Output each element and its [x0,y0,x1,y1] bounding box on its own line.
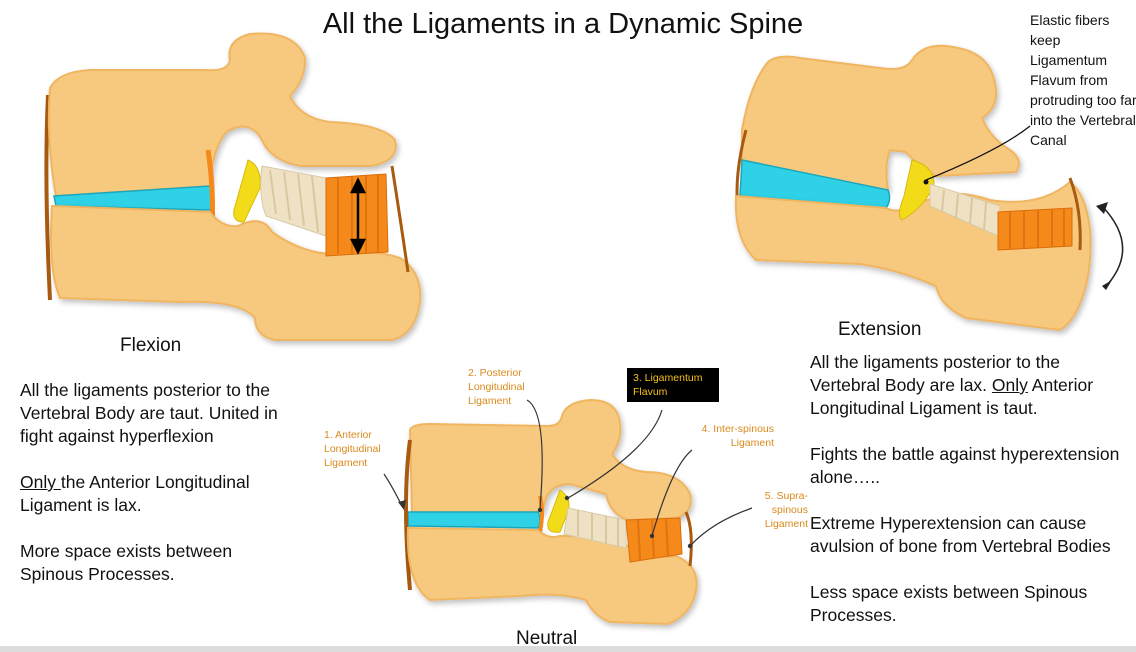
neutral-intervertebral-disc [407,511,541,529]
flexion-description: All the ligaments posterior to the Verte… [20,379,290,586]
page-title: All the Ligaments in a Dynamic Spine [322,8,804,40]
flexion-ligamentum-flavum [233,159,261,223]
elastic-note-leader [923,125,1031,185]
flexion-label: Flexion [120,335,182,356]
ligamentum-flavum-label: 3. Ligamentum Flavum [627,368,719,402]
extension-ligamentum-flavum [898,159,935,221]
extension-motion-arrow [1096,202,1124,290]
neutral-label: Neutral [516,628,578,649]
extension-paragraph-2: Fights the battle against hyperextension… [810,444,1120,487]
extension-paragraph-1: All the ligaments posterior to the Verte… [810,352,1094,418]
supraspinous-ligament-label: 5. Supra-spinous Ligament [764,490,808,530]
posterior-longitudinal-ligament-label: 2. Posterior Longitudinal Ligament [468,367,525,407]
flexion-stretch-arrow [349,177,367,255]
flexion-anterior-longitudinal-ligament [44,94,52,301]
extension-paragraph-3: Extreme Hyperextension can cause avulsio… [810,513,1111,556]
flexion-paragraph-3: More space exists between Spinous Proces… [20,541,233,584]
flexion-upper-vertebra [47,32,397,198]
extension-paragraph-4: Less space exists between Spinous Proces… [810,582,1088,625]
anterior-longitudinal-ligament-label: 1. Anterior Longitudinal Ligament [324,429,381,469]
flexion-paragraph-1: All the ligaments posterior to the Verte… [20,380,278,446]
only-underlined: Only [20,472,61,492]
interspinous-ligament-label: 4. Inter-spinous Ligament [701,423,774,449]
flexion-lower-vertebra [50,204,422,341]
bottom-border [0,646,1136,652]
neutral-anterior-longitudinal-ligament [404,439,412,591]
elastic-fibers-note: Elastic fibers keep Ligamentum Flavum fr… [1030,12,1136,148]
flexion-interspinous-ligament [260,165,327,237]
flexion-paragraph-2: Only the Anterior Longitudinal Ligament … [20,472,250,515]
extension-supraspinous-ligament [997,207,1073,251]
neutral-upper-vertebra [408,398,692,522]
extension-label: Extension [838,319,922,340]
extension-description: All the ligaments posterior to the Verte… [810,351,1130,627]
